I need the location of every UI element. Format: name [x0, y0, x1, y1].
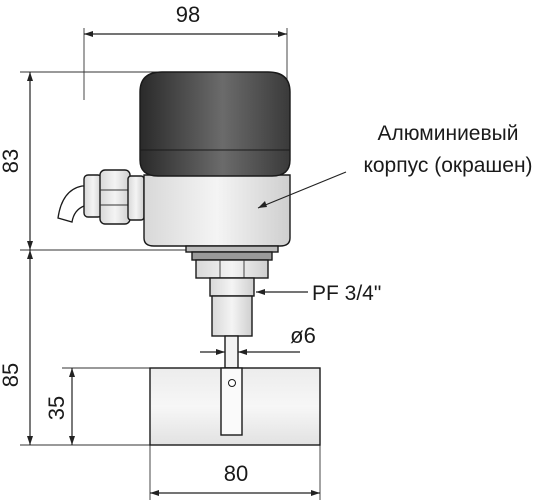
housing-callout: Алюминиевый корпус (окрашен): [257, 122, 533, 209]
dimension-bottom-width: 80: [149, 445, 321, 500]
aluminium-housing: [139, 71, 291, 247]
dimension-housing-height: 83: [0, 71, 190, 251]
shaft: [224, 335, 239, 369]
thread-label: PF 3/4": [312, 282, 381, 305]
housing-label-line2: корпус (окрашен): [363, 154, 532, 177]
thread-callout: PF 3/4": [256, 282, 381, 305]
cable-gland: [83, 169, 145, 225]
dim-label-housing-height: 83: [0, 149, 23, 173]
paddle: [149, 367, 321, 446]
dim-label-lower-height: 85: [0, 363, 23, 387]
dim-label-paddle-height: 35: [44, 396, 69, 420]
dim-label-top-width: 98: [176, 2, 200, 27]
dim-label-shaft-diameter: ø6: [290, 323, 316, 348]
dimension-paddle-height: 35: [44, 367, 150, 445]
dim-label-bottom-width: 80: [224, 461, 248, 486]
housing-label-line1: Алюминиевый: [378, 122, 519, 145]
dimension-shaft-diameter: ø6: [200, 323, 316, 355]
dimension-lower-height: 85: [0, 250, 150, 446]
process-connection: [185, 245, 279, 337]
housing-cap: [139, 71, 291, 177]
